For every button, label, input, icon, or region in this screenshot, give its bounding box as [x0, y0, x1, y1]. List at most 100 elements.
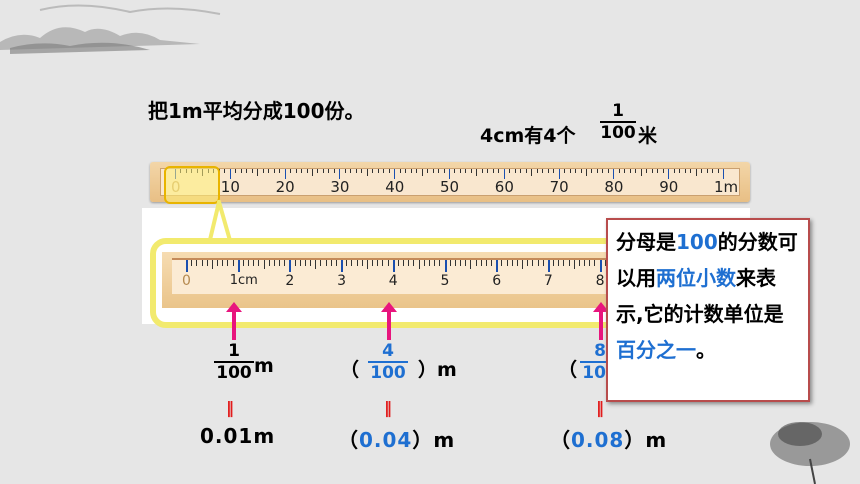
ruler-tick	[251, 169, 253, 173]
ruler-tick	[382, 260, 384, 266]
ruler-tick	[580, 169, 582, 173]
ruler-tick	[377, 169, 379, 173]
ruler-tick	[573, 260, 575, 269]
ruler-tick	[346, 260, 348, 266]
ruler-tick	[317, 169, 319, 173]
ruler-tick	[423, 260, 425, 266]
ruler-tick	[356, 260, 358, 266]
ruler-tick	[372, 260, 374, 266]
ruler-tick	[607, 169, 609, 173]
ruler-tick	[542, 169, 544, 173]
ruler-tick	[397, 260, 399, 266]
ruler-label: 3	[337, 273, 347, 289]
ruler-tick	[312, 169, 313, 176]
ruler-tick	[547, 169, 549, 173]
ruler-tick	[596, 169, 598, 173]
ruler-tick	[491, 260, 493, 266]
value-0-01m: 0.01m	[200, 424, 276, 448]
ruler-tick	[589, 260, 591, 266]
ruler-tick	[701, 169, 703, 173]
ruler-label: 20	[275, 178, 295, 196]
ruler-tick	[328, 169, 330, 173]
note-text: 的分数可以用	[616, 230, 798, 290]
ruler-tick	[578, 260, 580, 266]
ruler-tick	[399, 169, 401, 173]
ruler-tick	[629, 169, 631, 173]
ruler-tick	[427, 169, 429, 173]
ruler-label: 2	[285, 273, 295, 289]
ruler-tick	[434, 260, 436, 266]
ruler-tick	[232, 260, 234, 266]
ruler-tick	[253, 260, 255, 266]
ruler-label: 5	[440, 273, 450, 289]
paren-open: （	[338, 428, 359, 452]
caption-fraction-denominator: 100	[600, 123, 636, 143]
ruler-tick	[273, 169, 275, 173]
ruler-tick	[454, 260, 456, 266]
ruler-tick	[695, 169, 697, 176]
ruler-tick	[599, 260, 602, 272]
ruler-label: 40	[385, 178, 405, 196]
ruler-tick	[712, 169, 714, 173]
ruler-label: 30	[330, 178, 350, 196]
ruler-tick	[449, 169, 450, 179]
fraction-denominator: 100	[370, 363, 406, 383]
ruler-tick	[536, 169, 538, 173]
paren-open: （	[340, 359, 360, 381]
ruler-tick	[290, 169, 292, 173]
ruler-tick	[613, 169, 615, 179]
fraction-numerator: 1	[228, 341, 240, 361]
ruler-tick	[235, 169, 237, 173]
ruler-tick	[558, 260, 560, 266]
ruler-tick	[421, 169, 423, 176]
fraction-numerator: 8	[594, 341, 606, 361]
ruler-tick	[408, 260, 410, 266]
ruler-tick	[335, 260, 337, 266]
ruler-tick	[662, 169, 664, 173]
paren-close-unit: ）m	[412, 428, 456, 452]
ruler-tick	[206, 260, 208, 266]
ruler-tick	[492, 169, 494, 173]
ruler-tick	[295, 169, 297, 173]
ruler-tick	[301, 169, 303, 173]
ruler-tick	[306, 169, 308, 173]
ruler-tick	[673, 169, 675, 173]
value-0-08m: （0.08）m	[550, 424, 667, 453]
ruler-tick	[527, 260, 529, 266]
ruler-tick	[341, 260, 344, 272]
ink-lotus-decoration	[770, 422, 850, 484]
ruler-tick	[465, 260, 467, 266]
ruler-tick	[594, 260, 596, 266]
ruler-tick	[304, 260, 306, 266]
ruler-tick	[387, 260, 389, 266]
ruler-tick	[635, 169, 637, 173]
ruler-tick	[240, 169, 242, 173]
fraction-1-100: 1 100	[214, 342, 254, 382]
ruler-tick	[525, 169, 527, 173]
ruler-tick	[201, 260, 203, 266]
ruler-label: 1m	[714, 178, 739, 196]
ruler-tick	[706, 169, 708, 173]
ruler-tick	[310, 260, 312, 266]
ruler-tick	[717, 169, 719, 173]
paren-open: （	[550, 428, 571, 452]
ruler-tick	[432, 169, 434, 173]
ruler-tick	[563, 260, 565, 266]
ruler-tick	[481, 169, 483, 173]
explanation-note: 分母是100的分数可以用两位小数来表示,它的计数单位是百分之一。	[606, 218, 810, 402]
ruler-tick	[263, 260, 265, 269]
ruler-tick	[460, 260, 461, 266]
ruler-tick	[503, 169, 505, 179]
note-highlight: 两位小数	[656, 266, 736, 290]
ruler-tick	[520, 169, 522, 173]
ruler-tick	[224, 169, 226, 173]
ruler-tick	[480, 260, 482, 266]
ruler-tick	[333, 169, 335, 173]
ruler-tick	[262, 169, 264, 173]
ruler-tick	[487, 169, 489, 173]
fraction-numerator: 4	[382, 341, 394, 361]
ruler-tick	[498, 169, 500, 173]
decimal-value: 0.08	[571, 428, 625, 452]
ruler-tick	[351, 260, 353, 266]
